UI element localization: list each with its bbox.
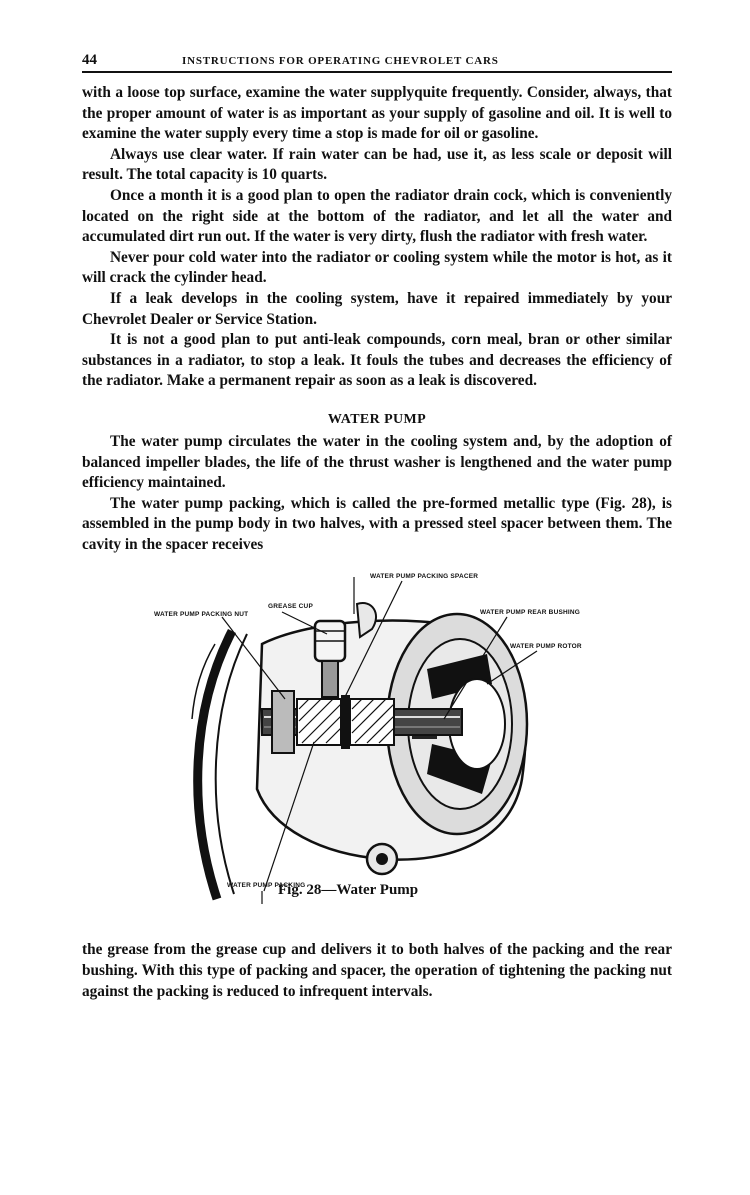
label-rotor: WATER PUMP ROTOR xyxy=(510,643,582,651)
paragraph: The water pump packing, which is called … xyxy=(82,494,672,553)
label-rear-bushing: WATER PUMP REAR BUSHING xyxy=(480,609,581,617)
figure-water-pump: WATER PUMP PACKING SPACER GREASE CUP WAT… xyxy=(82,559,672,934)
paragraph: It is not a good plan to put anti-leak c… xyxy=(82,331,672,390)
label-packing: WATER PUMP PACKING xyxy=(227,882,306,890)
paragraph: the grease from the grease cup and deliv… xyxy=(82,941,672,1000)
label-grease-cup: GREASE CUP xyxy=(268,603,313,611)
figure-caption: Fig. 28—Water Pump xyxy=(278,882,419,899)
label-packing-spacer: WATER PUMP PACKING SPACER xyxy=(370,573,479,581)
paragraph: If a leak develops in the cooling system… xyxy=(82,289,672,328)
paragraph: with a loose top surface, examine the wa… xyxy=(82,84,672,143)
label-packing-nut: WATER PUMP PACKING NUT xyxy=(154,611,249,619)
paragraph: The water pump circulates the water in t… xyxy=(82,432,672,492)
paragraph: Once a month it is a good plan to open t… xyxy=(82,186,672,246)
running-title: INSTRUCTIONS FOR OPERATING CHEVROLET CAR… xyxy=(182,55,499,67)
paragraph: Never pour cold water into the radiator … xyxy=(82,248,672,287)
section-title: WATER PUMP xyxy=(327,411,427,427)
book-page: 44 INSTRUCTIONS FOR OPERATING CHEVROLET … xyxy=(82,52,672,1002)
section-body: The water pump circulates the water in t… xyxy=(82,432,672,556)
water-pump-illustration xyxy=(191,577,538,905)
paragraph: Always use clear water. If rain water ca… xyxy=(82,145,672,184)
body-bottom: the grease from the grease cup and deliv… xyxy=(82,940,672,1002)
page-number: 44 xyxy=(82,52,97,68)
body-top: with a loose top surface, examine the wa… xyxy=(82,83,672,392)
running-header: 44 INSTRUCTIONS FOR OPERATING CHEVROLET … xyxy=(82,52,672,73)
